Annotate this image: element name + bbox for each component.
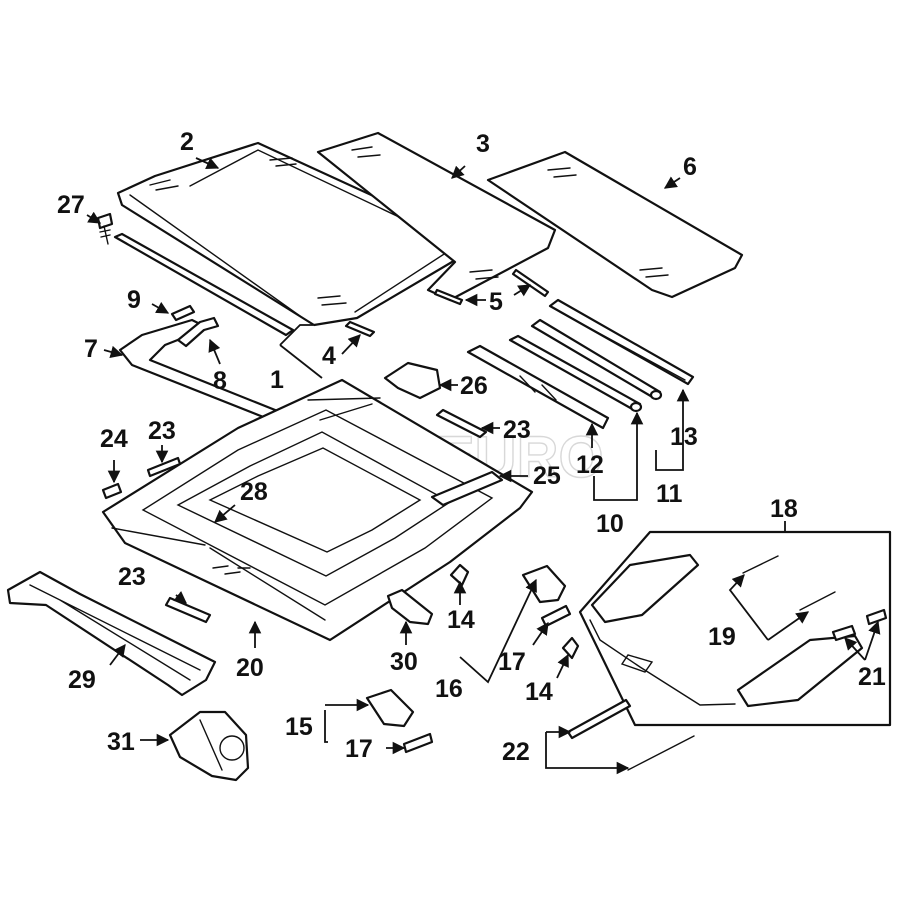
part-23-strip-top[interactable] (435, 408, 488, 439)
callout-16: 16 (435, 675, 463, 703)
part-10-sunshade-roller[interactable] (508, 334, 643, 413)
callout-21: 22 (502, 738, 530, 766)
callout-14-bottom: 14 (525, 678, 553, 706)
callout-3: 3 (476, 130, 490, 158)
callout-31: 31 (107, 728, 135, 756)
part-14-clip-bottom[interactable] (561, 636, 580, 660)
part-30-bracket[interactable] (386, 588, 434, 626)
callout-9: 9 (127, 286, 141, 314)
part-6-fixed-glass-panel[interactable] (486, 150, 744, 299)
part-27-trim-strip[interactable] (113, 232, 295, 337)
callout-13: 13 (670, 423, 698, 451)
callout-17-right: 17 (498, 648, 526, 676)
callout-30: 30 (390, 648, 418, 676)
part-5-guide-strips[interactable] (433, 268, 550, 306)
callout-5: 5 (489, 288, 503, 316)
callout-14-top: 14 (447, 606, 475, 634)
part-8-drain-hose[interactable] (176, 316, 220, 348)
callout-19: 19 (708, 623, 736, 651)
callout-12: 12 (576, 451, 604, 479)
part-9-drain-plug[interactable] (170, 304, 196, 322)
part-15-bracket[interactable] (365, 688, 415, 728)
callout-28: 28 (240, 478, 268, 506)
callout-1: 1 (270, 366, 284, 394)
part-23-strip-bottom[interactable] (164, 596, 212, 624)
callout-29: 29 (68, 666, 96, 694)
part-31-motor[interactable] (168, 710, 250, 782)
callout-15: 15 (285, 713, 313, 741)
part-17-clip-right[interactable] (540, 604, 572, 628)
part-3-rear-glass-panel[interactable] (316, 131, 557, 302)
callout-23-left: 23 (148, 417, 176, 445)
part-19-cable-set[interactable] (742, 555, 836, 611)
part-29-cross-member[interactable] (6, 570, 217, 697)
callout-10: 10 (596, 510, 624, 538)
callout-4: 4 (322, 342, 336, 370)
part-16-mount-bracket[interactable] (521, 564, 567, 604)
callout-23-top: 23 (503, 416, 531, 444)
leader-lines (86, 157, 881, 775)
callout-23-bottom: 23 (118, 563, 146, 591)
callout-labels: 2 3 6 27 9 7 8 1 4 5 26 23 25 12 10 13 1… (57, 128, 886, 766)
part-4-seal-strip[interactable] (344, 320, 376, 338)
callout-22: 20 (236, 654, 264, 682)
callout-6: 6 (683, 153, 697, 181)
callout-26: 26 (460, 372, 488, 400)
callout-8: 8 (213, 367, 227, 395)
callout-24: 24 (100, 425, 128, 453)
callout-25: 25 (533, 462, 561, 490)
part-12-left-rail[interactable] (466, 344, 610, 430)
callout-17-bottom: 17 (345, 735, 373, 763)
part-11-roller-tube[interactable] (530, 318, 663, 401)
part-26-bracket[interactable] (383, 361, 442, 400)
callout-7: 7 (84, 335, 98, 363)
callout-20: 21 (858, 663, 886, 691)
callout-11: 11 (656, 480, 683, 508)
part-20-clips[interactable] (831, 608, 888, 642)
part-27-screw[interactable] (96, 212, 114, 245)
part-13-right-rail[interactable] (548, 298, 695, 386)
part-17-clip-bottom[interactable] (402, 732, 434, 754)
callout-2: 2 (180, 128, 194, 156)
part-18-mechanism-kit-box[interactable] (578, 530, 892, 727)
callout-27: 27 (57, 191, 85, 219)
part-24-clip[interactable] (101, 482, 123, 500)
callout-18: 18 (770, 495, 798, 523)
